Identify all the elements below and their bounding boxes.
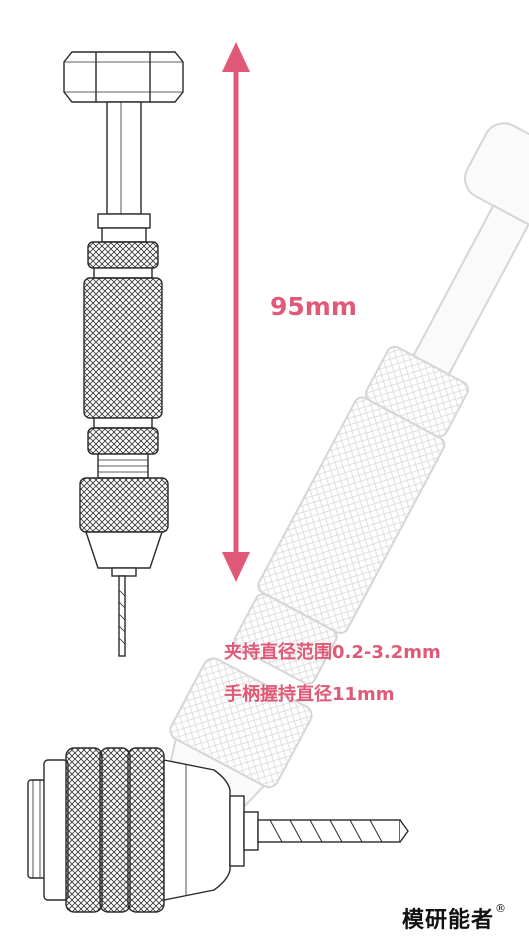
ghost-drill <box>159 122 529 840</box>
chuck-ring <box>79 477 169 533</box>
dimension-value: 95mm <box>270 292 357 321</box>
handle-cap <box>63 51 184 103</box>
upper-ring <box>87 241 159 269</box>
handle-diameter-spec: 手柄握持直径11mm <box>224 684 395 705</box>
brand-name: 模研能者 <box>401 907 494 933</box>
brand-logo: 模研能者® <box>402 902 507 934</box>
chuck-knurl-1 <box>65 747 103 913</box>
grip-body <box>83 277 163 419</box>
registered-mark: ® <box>495 902 507 915</box>
shaft <box>106 101 142 215</box>
drill-bit <box>118 575 126 657</box>
dimension-label: 95mm <box>270 292 357 321</box>
lower-ring <box>87 427 159 455</box>
chuck-knurl-3 <box>127 747 165 913</box>
chuck-detail <box>27 747 409 913</box>
chuck-nose <box>85 531 163 569</box>
pin-vise <box>63 51 184 657</box>
dimension-arrow <box>222 42 250 582</box>
clamp-range-spec: 夹持直径范围0.2-3.2mm <box>224 642 441 663</box>
chuck-knurl-2 <box>99 747 131 913</box>
